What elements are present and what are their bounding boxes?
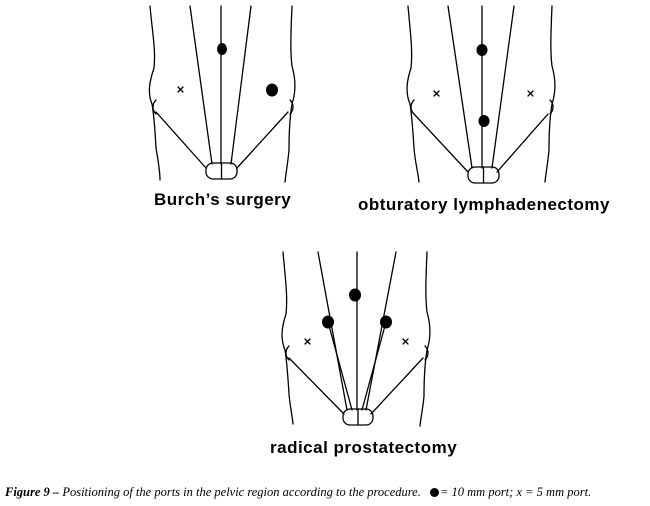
guide-line-right [492, 6, 514, 168]
port-5mm [178, 87, 183, 92]
port-10mm [217, 43, 227, 55]
torso-outline-right [285, 6, 295, 182]
filled-circle-icon [430, 488, 439, 497]
torso-outline-left [407, 6, 419, 182]
guide-line-right [231, 6, 251, 164]
port-5mm [528, 91, 533, 96]
panel-label-obturatory: obturatory lymphadenectomy [358, 195, 610, 215]
legend-5mm: x = 5 mm port. [516, 485, 591, 499]
port-10mm [479, 115, 490, 127]
torso-obturatory [407, 6, 555, 183]
port-10mm [477, 44, 488, 56]
groin-line-right [371, 358, 423, 414]
groin-line-right [237, 112, 288, 168]
guide-line-inner-right [362, 322, 386, 410]
legend-10mm: = 10 mm port; [440, 485, 517, 499]
panel-label-prostatectomy: radical prostatectomy [270, 438, 457, 458]
port-10mm [322, 316, 334, 329]
figure-caption: Figure 9 – Positioning of the ports in t… [5, 485, 591, 500]
groin-line-left [414, 114, 468, 172]
figure-number: Figure 9 – [5, 485, 59, 499]
torso-outline-right [420, 252, 430, 426]
torso-outline-right [545, 6, 555, 182]
groin-line-right [497, 114, 548, 172]
guide-line-left [190, 6, 212, 164]
torso-prostatectomy [282, 252, 430, 426]
guide-line-left [448, 6, 472, 168]
caption-text: Positioning of the ports in the pelvic r… [59, 485, 424, 499]
port-10mm [349, 289, 361, 302]
torso-burch [149, 6, 295, 182]
groin-line-left [156, 112, 206, 168]
torso-outline-left [149, 6, 160, 180]
torso-outline-left [282, 252, 293, 424]
port-5mm [403, 339, 408, 344]
guide-line-far-left [318, 252, 347, 410]
groin-line-left [289, 358, 344, 414]
panel-label-burch: Burch’s surgery [154, 190, 291, 210]
port-10mm [266, 84, 278, 97]
guide-line-inner-left [328, 322, 352, 410]
port-10mm [380, 316, 392, 329]
guide-line-far-right [366, 252, 396, 410]
port-5mm [434, 91, 439, 96]
port-5mm [305, 339, 310, 344]
